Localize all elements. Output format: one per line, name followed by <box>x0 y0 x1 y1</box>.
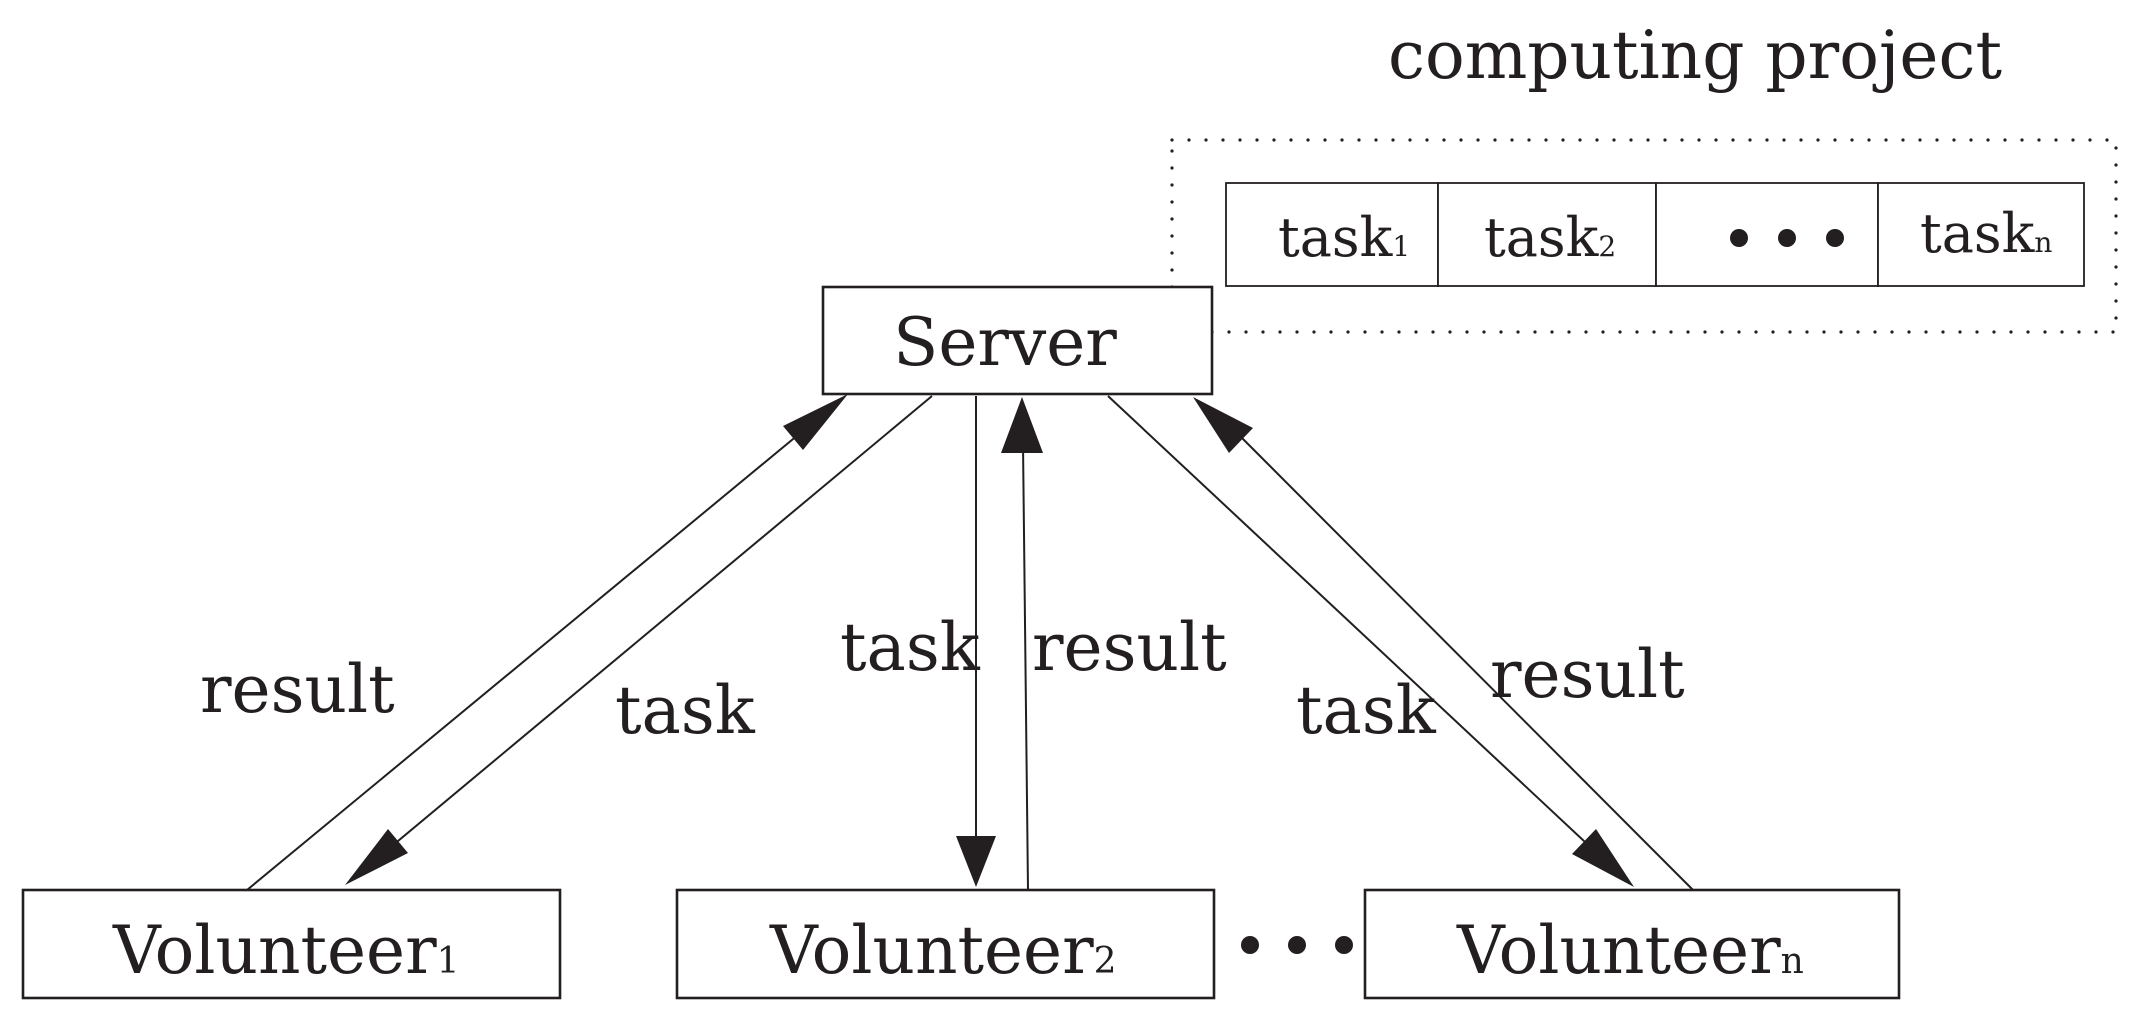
task-cell-2-label: task2 <box>1484 206 1616 269</box>
edge-label-result-1: result <box>200 651 395 728</box>
task-queue: task1 task2 taskn <box>1225 182 2085 287</box>
edge-label-task-1: task <box>615 672 756 749</box>
volunteer-box-2 <box>675 888 1216 1000</box>
edge-label-task-2: task <box>840 609 981 686</box>
arrow-task-volunteer2-head <box>956 836 996 887</box>
volunteer-label-2: Volunteer2 <box>769 912 1117 989</box>
arrow-task-volunteer1-head <box>345 829 408 885</box>
arrow-result-volunteer1-head <box>783 394 848 450</box>
edge-label-task-n: task <box>1296 672 1437 749</box>
volunteer-box-n <box>1363 888 1901 1000</box>
volunteer-label-1: Volunteer1 <box>112 912 460 989</box>
arrow-task-server-to-volunteern <box>1107 395 1601 857</box>
task-cell-1 <box>1225 182 1439 287</box>
arrow-result-volunteer1-to-server <box>246 424 811 891</box>
volunteer-box-1 <box>21 888 562 1000</box>
task-cell-ellipsis <box>1655 182 1879 287</box>
arrow-result-volunteer2-head <box>1001 397 1043 453</box>
task-cell-2 <box>1437 182 1657 287</box>
project-group-border <box>1170 138 2118 334</box>
arrow-result-volunteer2-to-server <box>1022 443 1029 891</box>
task-cell-1-label: task1 <box>1278 206 1410 269</box>
arrow-result-volunteern-head <box>1193 397 1253 453</box>
task-cell-n <box>1877 182 2085 287</box>
server-box <box>821 285 1214 396</box>
arrow-result-volunteern-to-server <box>1230 426 1694 891</box>
edge-label-result-2: result <box>1032 609 1227 686</box>
server-label: Server <box>893 304 1117 381</box>
arrow-task-volunteern-head <box>1572 829 1634 887</box>
volunteer-label-n: Volunteern <box>1456 912 1804 989</box>
edge-label-result-n: result <box>1490 636 1685 713</box>
arrow-task-server-to-volunteer1 <box>379 395 933 857</box>
project-title: computing project <box>1388 17 2002 94</box>
volunteer-ellipsis-dots <box>1241 936 1353 954</box>
task-ellipsis-dots <box>1730 229 1844 247</box>
task-cell-n-label: taskn <box>1920 202 2052 265</box>
